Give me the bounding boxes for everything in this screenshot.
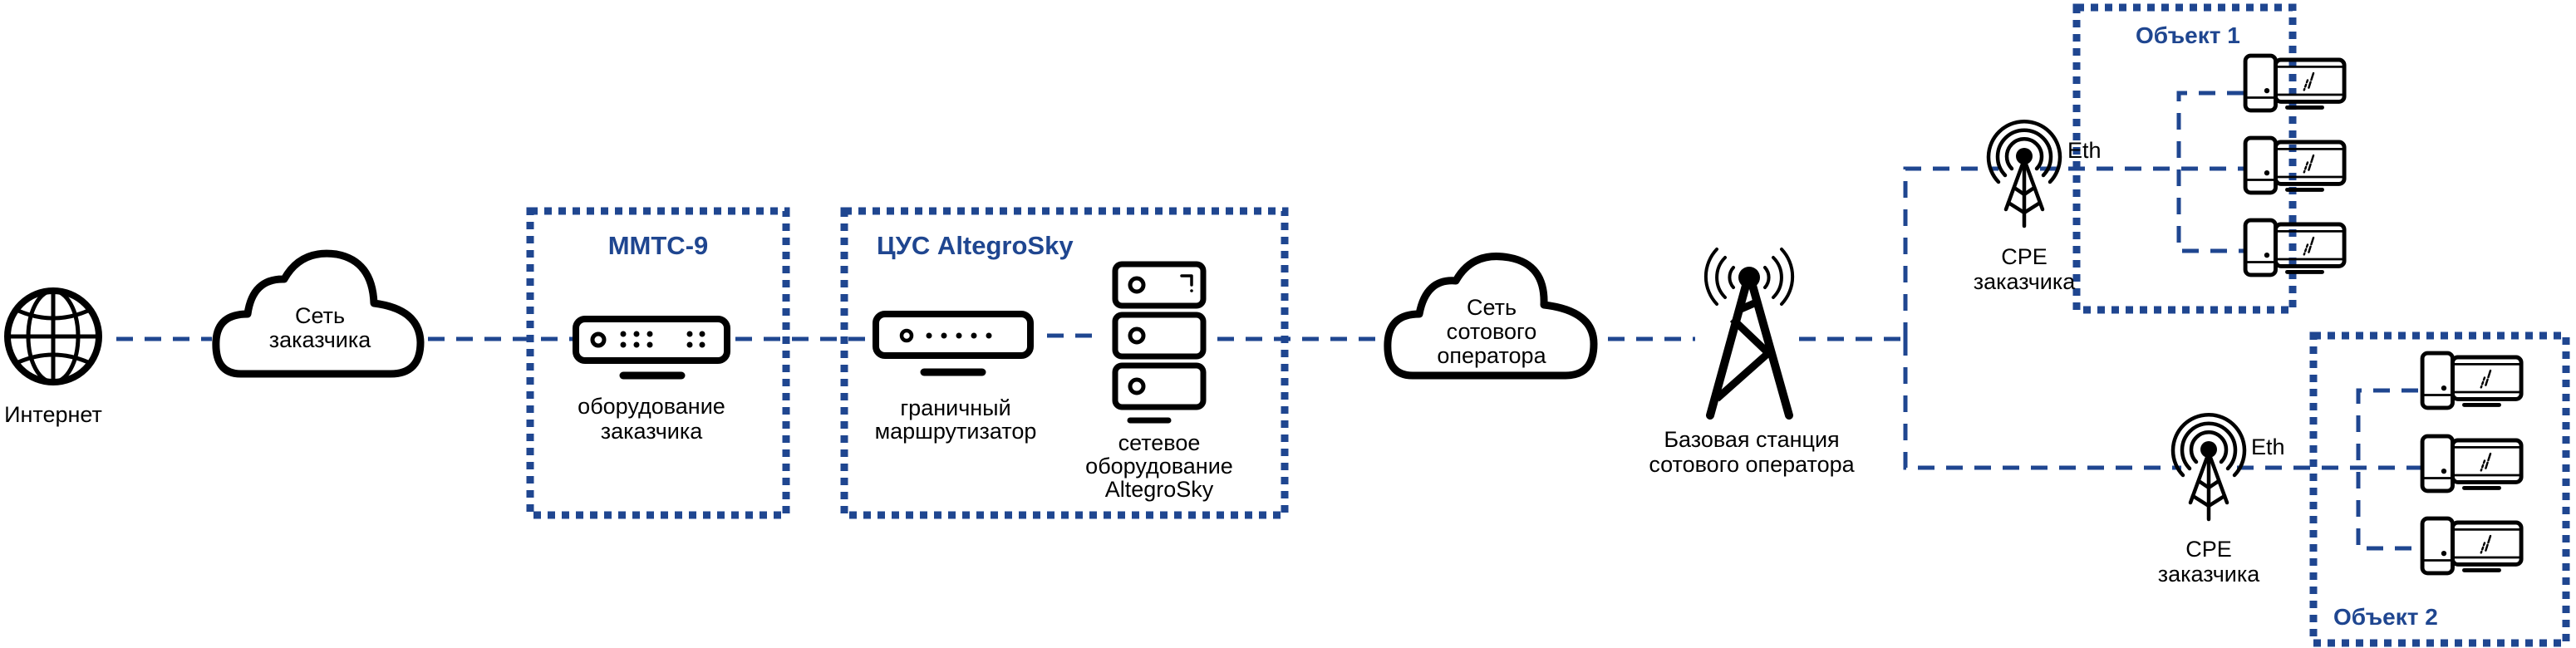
cpe-1-eth-label: Eth [2067,138,2102,163]
border-router-label-line-1: граничный [900,395,1010,420]
group-object-2-frame [2309,331,2570,647]
customer-equipment-label-line-1: оборудование [578,394,725,419]
cpe-2-label-line-2: заказчика [2158,562,2261,587]
group-object-2: Объект 2 [2309,331,2570,647]
link-object-2-pc-bus [2356,388,2418,551]
node-internet[interactable]: Интернет [4,287,102,427]
customer-equipment-label-line-2: заказчика [601,419,704,444]
cellular-network-label-line-2: сотового [1447,319,1537,344]
internet-label: Интернет [4,402,102,427]
altegrosky-equipment-label-line-3: AltegroSky [1105,477,1214,502]
workstation-icon[interactable] [2422,518,2521,573]
workstation-icon[interactable] [2422,353,2521,408]
cell-tower-icon [1703,248,1795,420]
altegrosky-equipment-label-line-2: оборудование [1085,454,1233,479]
cellular-network-label-line-1: Сеть [1467,295,1517,320]
cpe-2-label-line-1: CPE [2185,537,2232,562]
link-object-1-pc-bus [2176,91,2244,253]
cellular-network-label-line-3: оператора [1437,343,1546,368]
cloud-icon [1384,253,1598,380]
cloud-icon [212,249,425,378]
customer-network-label-line-2: заказчика [269,327,372,352]
workstation-icon[interactable] [2422,436,2521,491]
group-cus-title: ЦУС AltegroSky [877,231,1074,260]
server-stack-icon [1112,261,1207,424]
node-border-router[interactable]: граничный маршрутизатор [873,311,1037,444]
node-cpe-2[interactable]: Eth CPE заказчика [2158,413,2285,587]
cpe-1-label-line-1: CPE [2001,244,2048,269]
router-icon [873,311,1034,376]
node-customer-equipment[interactable]: оборудование заказчика [573,316,730,444]
group-object-1: Объект 1 [2072,3,2297,314]
node-base-station[interactable]: Базовая станция сотового оператора [1649,248,1856,477]
node-altegrosky-equipment[interactable]: сетевое оборудование AltegroSky [1085,261,1233,502]
group-mmts-frame [526,207,790,519]
node-customer-network[interactable]: Сеть заказчика [212,249,425,378]
group-object-2-title: Объект 2 [2333,604,2438,630]
cpe-2-eth-label: Eth [2251,434,2285,459]
link-branch-cpe-1 [1903,166,1998,339]
group-object-1-frame [2072,3,2297,314]
node-cpe-1[interactable]: Eth CPE заказчика [1974,120,2102,294]
base-station-label-line-1: Базовая станция [1664,427,1839,452]
object-2-workstations [2422,353,2521,573]
base-station-label-line-2: сотового оператора [1649,452,1855,477]
antenna-icon [2170,413,2247,522]
altegrosky-equipment-label-line-1: сетевое [1118,430,1201,455]
border-router-label-line-2: маршрутизатор [875,419,1037,444]
antenna-icon [1986,120,2062,228]
group-mmts: ММТС-9 [526,207,790,519]
link-branch-cpe-2 [1903,339,2181,470]
globe-icon [4,287,102,385]
group-object-1-title: Объект 1 [2136,22,2240,48]
router-icon [573,316,730,380]
group-cus: ЦУС AltegroSky [840,207,1289,519]
node-cellular-network[interactable]: Сеть сотового оператора [1384,253,1598,380]
customer-network-label-line-1: Сеть [295,303,345,328]
group-cus-frame [840,207,1289,519]
cpe-1-label-line-2: заказчика [1974,269,2077,294]
group-mmts-title: ММТС-9 [608,231,709,260]
